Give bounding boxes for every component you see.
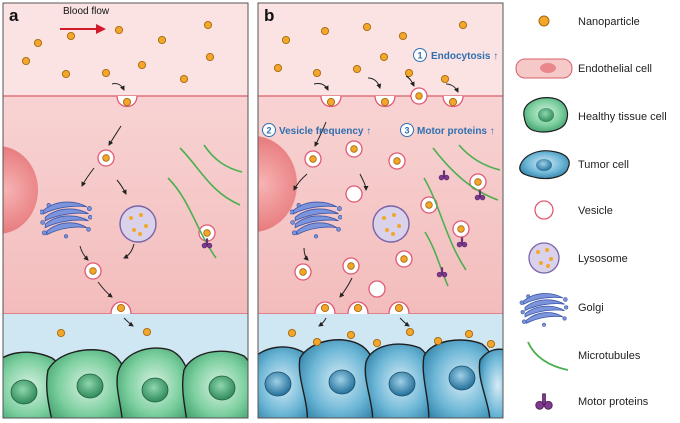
lysosome-b xyxy=(372,205,410,243)
endothelial-cell-icon xyxy=(515,58,573,79)
legend-label-lysosome: Lysosome xyxy=(578,253,628,265)
microtubule-icon xyxy=(527,341,569,371)
panel-a: a Blood flow xyxy=(2,2,249,419)
legend-label-vesicle: Vesicle xyxy=(578,205,613,217)
microtubules-a xyxy=(167,144,243,259)
nanoparticle-icon xyxy=(538,15,550,27)
panel-a-letter: a xyxy=(9,6,19,25)
vesicle-icon xyxy=(534,200,554,220)
legend-item-tumor-cell: Tumor cell xyxy=(519,150,629,180)
legend-item-endothelial-cell: Endothelial cell xyxy=(515,58,652,79)
legend-label-microtubules: Microtubules xyxy=(578,350,641,362)
transport-arrows-b xyxy=(293,75,459,327)
lysosome-a xyxy=(119,205,157,243)
legend-item-healthy-cell: Healthy tissue cell xyxy=(523,97,667,133)
legend-label-endothelial-cell: Endothelial cell xyxy=(578,63,652,75)
vesicle xyxy=(97,149,115,167)
panel-b: b 1 Endocytosis ↑ 2 Vesicle frequency ↑ … xyxy=(257,2,504,419)
step-3-label: Motor proteins ↑ xyxy=(417,126,495,137)
transport-arrows-a xyxy=(79,83,135,327)
healthy-cell-icon xyxy=(523,97,569,133)
healthy-cell-nuclei xyxy=(10,373,236,405)
vessel-lumen-b xyxy=(258,3,503,96)
tumor-cell-nuclei xyxy=(264,365,476,397)
step-1-callout: 1 Endocytosis ↑ xyxy=(413,48,498,62)
panel-b-letter: b xyxy=(264,6,274,25)
tumor-cell-icon xyxy=(519,150,570,180)
legend-label-motor-proteins: Motor proteins xyxy=(578,396,649,408)
step-1-number: 1 xyxy=(417,51,422,61)
step-2-number: 2 xyxy=(266,126,271,136)
vesicle xyxy=(410,87,428,105)
endothelial-nucleus-b xyxy=(258,136,297,232)
legend-label-golgi: Golgi xyxy=(578,302,604,314)
blood-flow-label: Blood flow xyxy=(63,6,110,17)
endothelial-cell-a xyxy=(3,96,248,314)
endothelial-nucleus-a xyxy=(3,146,38,234)
panel-b-frame xyxy=(257,2,504,419)
motor-protein-icon xyxy=(535,393,553,410)
lysosome-icon xyxy=(528,242,560,274)
legend-label-healthy-cell: Healthy tissue cell xyxy=(578,111,667,123)
legend-item-golgi: Golgi xyxy=(519,293,604,327)
microtubules-b xyxy=(423,144,501,287)
legend-label-tumor-cell: Tumor cell xyxy=(578,159,629,171)
legend-item-vesicle: Vesicle xyxy=(534,200,613,220)
step-3-callout: 3 Motor proteins ↑ xyxy=(400,123,495,137)
vessel-lumen-a xyxy=(3,3,248,96)
step-1-label: Endocytosis ↑ xyxy=(431,51,498,62)
golgi-icon xyxy=(519,293,569,327)
legend-item-microtubules: Microtubules xyxy=(527,341,641,371)
panel-a-frame xyxy=(2,2,249,419)
legend: Nanoparticle Endothelial cell Healthy ti… xyxy=(515,15,667,410)
step-2-callout: 2 Vesicle frequency ↑ xyxy=(262,123,371,137)
legend-item-motor-proteins: Motor proteins xyxy=(535,393,649,410)
legend-label-nanoparticle: Nanoparticle xyxy=(578,16,640,28)
legend-item-nanoparticle: Nanoparticle xyxy=(538,15,640,28)
step-3-number: 3 xyxy=(404,126,409,136)
vesicle xyxy=(84,262,102,280)
step-2-label: Vesicle frequency ↑ xyxy=(279,126,371,137)
legend-item-lysosome: Lysosome xyxy=(528,242,628,274)
